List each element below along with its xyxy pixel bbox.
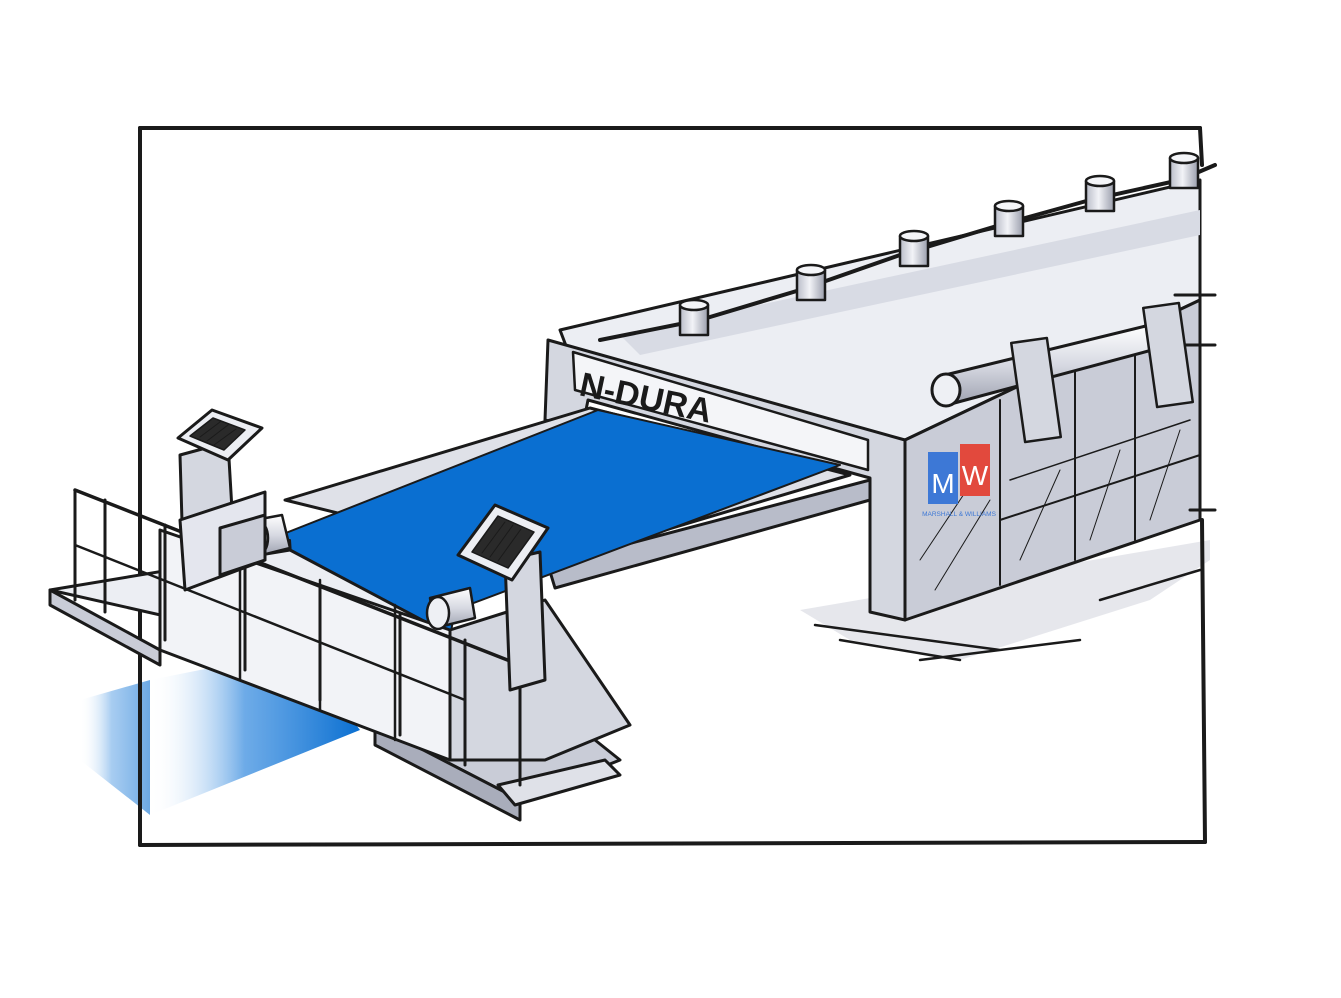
top-cylinders: [678, 151, 1200, 337]
logo-block-blue: [928, 452, 958, 504]
left-monitor-screen-icon: [189, 417, 246, 451]
cylinder: [795, 263, 827, 302]
floor-sketch-lines: [813, 568, 1202, 662]
walkway-railing: [73, 488, 522, 787]
marshall-williams-logo: M W MARSHALL & WILLIAMS: [922, 444, 997, 518]
fabric-beam-fade: [80, 680, 150, 815]
logo-wordmark: MARSHALL & WILLIAMS: [922, 511, 996, 518]
cylinder: [1084, 174, 1116, 213]
left-control-stand: [176, 408, 267, 592]
logo-letter-m: M: [931, 468, 954, 499]
side-pipe: [930, 301, 1195, 444]
cylinder: [993, 199, 1025, 238]
floor-shadow: [800, 540, 1210, 660]
logo-block-red: [960, 444, 990, 496]
cylinder: [1168, 151, 1200, 190]
cylinder: [678, 298, 710, 337]
panel-frame: [138, 126, 1207, 847]
right-monitor-screen-icon: [471, 515, 535, 569]
cylinder: [898, 229, 930, 268]
logo-letter-w: W: [962, 460, 989, 491]
right-control-stand: [456, 503, 550, 692]
